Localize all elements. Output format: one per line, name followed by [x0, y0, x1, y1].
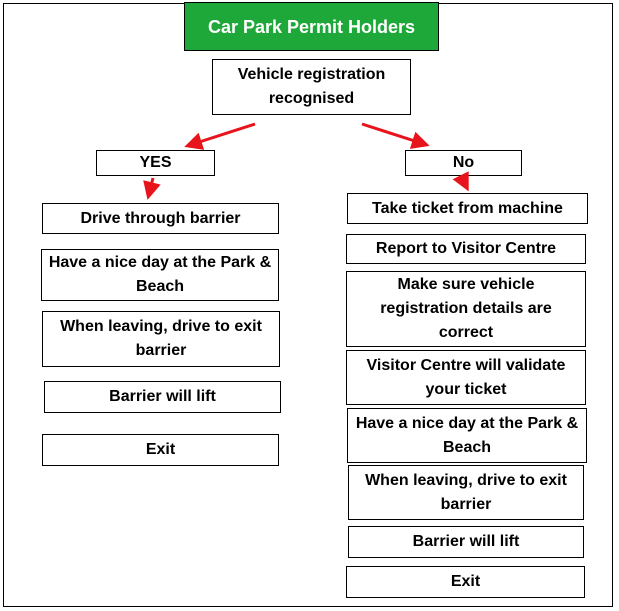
no-step-barrier-lift: Barrier will lift — [348, 526, 584, 558]
diagram-title: Car Park Permit Holders — [184, 2, 439, 51]
yes-step-drive-through: Drive through barrier — [42, 203, 279, 234]
arrow-yes-to-step — [143, 177, 161, 200]
no-step-report: Report to Visitor Centre — [346, 234, 586, 264]
arrow-to-yes — [184, 122, 256, 150]
no-step-leaving: When leaving, drive to exit barrier — [348, 465, 584, 520]
yes-step-nice-day: Have a nice day at the Park & Beach — [41, 249, 279, 301]
arrow-to-no — [361, 122, 430, 149]
no-step-take-ticket: Take ticket from machine — [347, 193, 588, 224]
no-step-exit: Exit — [346, 566, 585, 598]
no-step-nice-day: Have a nice day at the Park & Beach — [347, 408, 587, 463]
yes-label-box: YES — [96, 150, 215, 176]
no-step-make-sure: Make sure vehicle registration details a… — [346, 271, 586, 347]
arrow-no-to-step — [452, 171, 469, 192]
question-box: Vehicle registration recognised — [212, 59, 411, 115]
no-step-validate: Visitor Centre will validate your ticket — [346, 350, 586, 405]
yes-step-barrier-lift: Barrier will lift — [44, 381, 281, 413]
yes-step-exit: Exit — [42, 434, 279, 466]
yes-step-leaving: When leaving, drive to exit barrier — [42, 311, 280, 367]
